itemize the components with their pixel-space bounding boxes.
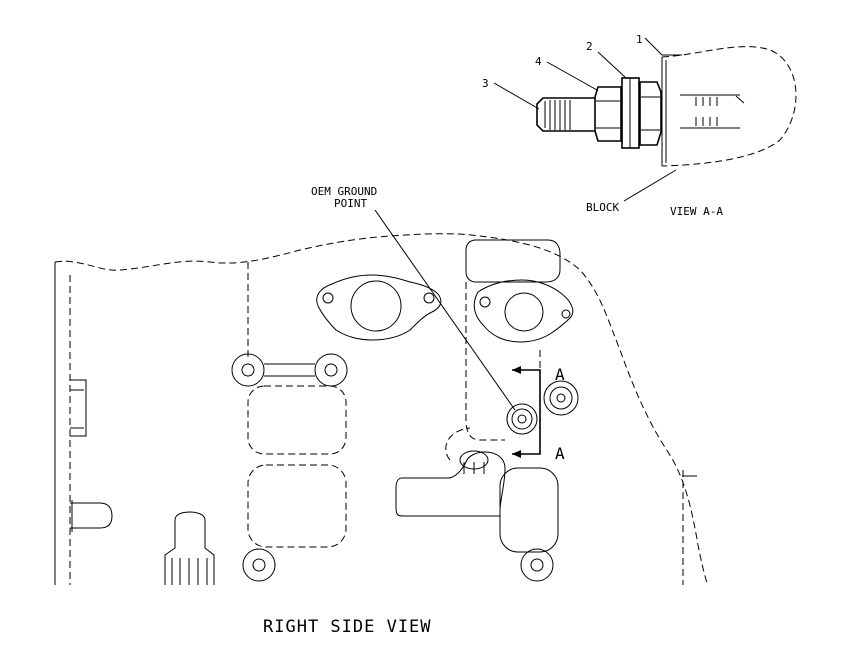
left-boss-upper: [70, 379, 87, 437]
oem-ground-label-line1: OEM GROUND: [311, 185, 377, 198]
panel-low-left: [247, 464, 347, 548]
oem-ground-stud-outer: [506, 403, 538, 435]
oem-ground-callout: OEM GROUND POINT: [311, 185, 516, 411]
oem-ground-label-line2: POINT: [334, 197, 367, 210]
part-number-3: 3: [482, 77, 489, 90]
leader-3: [493, 82, 540, 110]
section-arrow-top: [512, 366, 521, 374]
block-thread-marks: [680, 94, 745, 129]
leader-block: [623, 169, 677, 202]
leader-4: [546, 61, 598, 91]
part-number-2: 2: [586, 40, 593, 53]
diagram-title: RIGHT SIDE VIEW: [263, 617, 432, 637]
side-boss: [543, 380, 579, 416]
boss-left-mid: [231, 353, 265, 387]
part-number-1: 1: [636, 33, 643, 46]
boss-right-mid: [314, 353, 348, 387]
section-marker-a-a: A A: [512, 365, 565, 463]
part-number-4: 4: [535, 55, 542, 68]
boss-bottom-right: [520, 548, 554, 582]
vertical-channel: [465, 282, 541, 441]
jam-nut: [594, 86, 622, 142]
flange-port-right: [504, 292, 544, 332]
upper-flange-left: [316, 274, 442, 341]
section-line: [512, 369, 541, 455]
block-label: BLOCK: [586, 201, 619, 214]
stud-threads: [544, 100, 571, 130]
leader-1: [644, 37, 682, 56]
hex-nut-large: [639, 81, 662, 146]
view-a-a-title: VIEW A-A: [670, 205, 723, 218]
leader-2: [597, 51, 627, 79]
section-label-bottom: A: [555, 444, 565, 463]
upper-flange-right: [473, 279, 574, 343]
block-top-contour: [54, 233, 709, 586]
section-label-top: A: [555, 365, 565, 384]
panel-mid-left: [247, 385, 347, 455]
section-arrow-bottom: [512, 450, 521, 458]
tube-elbow: [395, 451, 506, 517]
detail-view-a-a: 1 2 3 4 BLOCK VIEW A-A: [482, 33, 797, 218]
bottom-fin-feature: [164, 511, 215, 585]
block-outline: [661, 46, 797, 167]
engine-block-side-view: [54, 233, 709, 586]
oem-ground-leader: [374, 209, 516, 411]
right-upper-pad: [465, 239, 561, 283]
stud: [536, 97, 595, 132]
boss-bottom-left: [242, 548, 276, 582]
panel-low-right: [499, 467, 559, 553]
left-boss-lower: [70, 502, 113, 529]
flange-port-left: [350, 280, 402, 332]
